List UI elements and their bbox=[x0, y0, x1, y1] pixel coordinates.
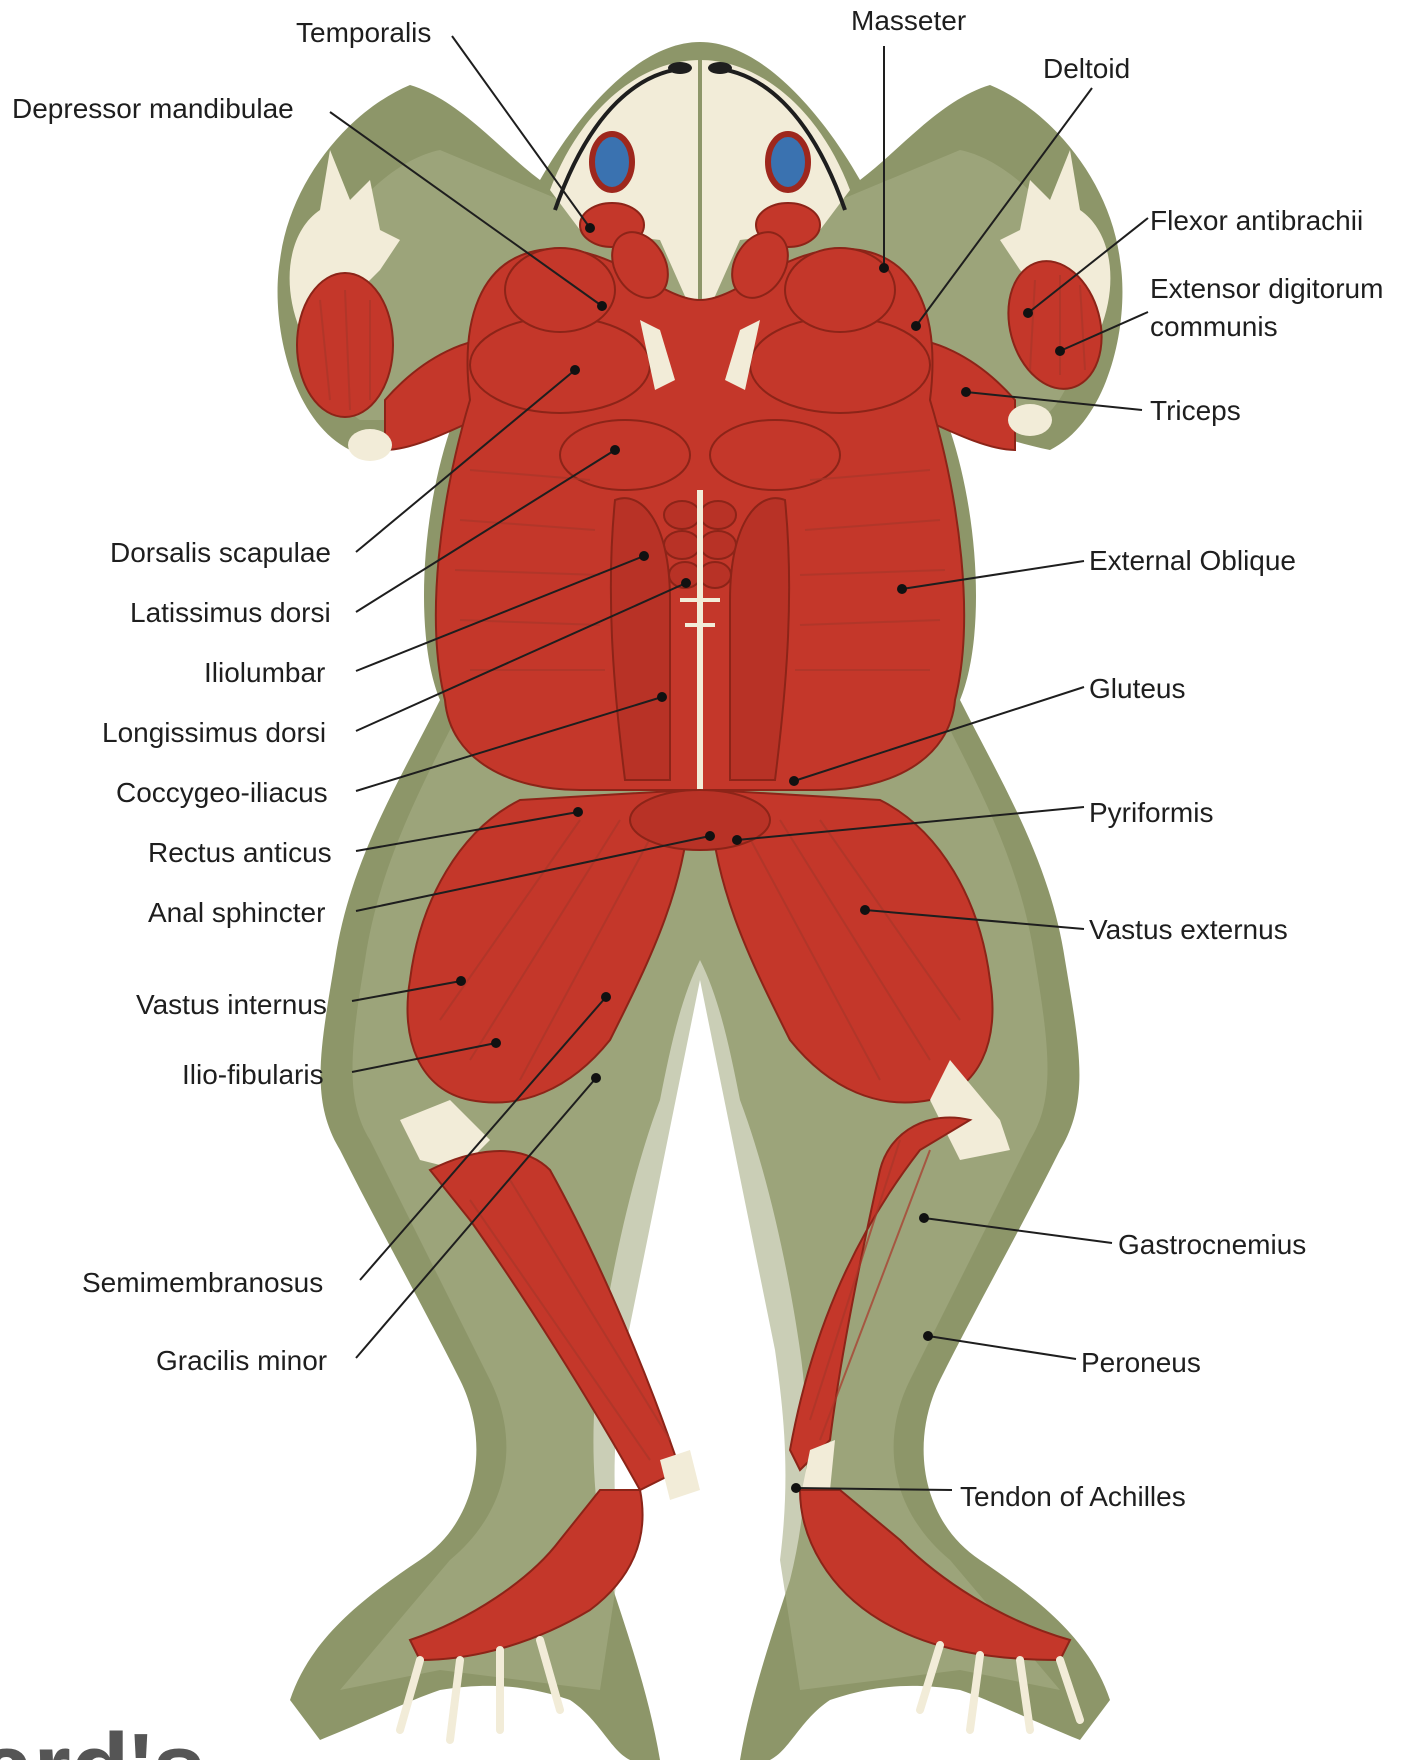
label-semimembranosus: Semimembranosus bbox=[82, 1267, 323, 1298]
dot-extensor-digitorum bbox=[1055, 346, 1065, 356]
label-vastus-internus: Vastus internus bbox=[136, 989, 327, 1020]
pyriformis-shape bbox=[630, 790, 770, 850]
dot-rectus-anticus bbox=[573, 807, 583, 817]
nostril-left bbox=[668, 62, 692, 74]
label-iliolumbar: Iliolumbar bbox=[204, 657, 325, 688]
label-tendon-of-achilles: Tendon of Achilles bbox=[960, 1481, 1186, 1512]
dot-vastus-internus bbox=[456, 976, 466, 986]
dot-gluteus bbox=[789, 776, 799, 786]
label-latissimus-dorsi: Latissimus dorsi bbox=[130, 597, 331, 628]
label-extensor-digitorum-1: Extensor digitorum bbox=[1150, 273, 1383, 304]
label-rectus-anticus: Rectus anticus bbox=[148, 837, 332, 868]
dot-temporalis bbox=[585, 223, 595, 233]
dot-gracilis-minor bbox=[591, 1073, 601, 1083]
dot-coccygeo-iliacus bbox=[657, 692, 667, 702]
label-dorsalis-scapulae: Dorsalis scapulae bbox=[110, 537, 331, 568]
label-extensor-digitorum-2: communis bbox=[1150, 311, 1278, 342]
label-depressor-mandibulae: Depressor mandibulae bbox=[12, 93, 294, 124]
label-flexor-antibrachii: Flexor antibrachii bbox=[1150, 205, 1363, 236]
depressor-right bbox=[785, 248, 895, 332]
depressor-left bbox=[505, 248, 615, 332]
label-gastrocnemius: Gastrocnemius bbox=[1118, 1229, 1306, 1260]
label-longissimus-dorsi: Longissimus dorsi bbox=[102, 717, 326, 748]
label-gluteus: Gluteus bbox=[1089, 673, 1186, 704]
label-masseter: Masseter bbox=[851, 5, 966, 36]
label-deltoid: Deltoid bbox=[1043, 53, 1130, 84]
label-peroneus: Peroneus bbox=[1081, 1347, 1201, 1378]
longissimus-right bbox=[730, 498, 789, 780]
dot-deltoid bbox=[911, 321, 921, 331]
dot-gastrocnemius bbox=[919, 1213, 929, 1223]
dot-ilio-fibularis bbox=[491, 1038, 501, 1048]
elbow-tendon-right bbox=[1008, 404, 1052, 436]
label-gracilis-minor: Gracilis minor bbox=[156, 1345, 327, 1376]
eye-left bbox=[592, 134, 632, 190]
dot-tendon-of-achilles bbox=[791, 1483, 801, 1493]
eye-right bbox=[768, 134, 808, 190]
dot-semimembranosus bbox=[601, 992, 611, 1002]
label-anal-sphincter: Anal sphincter bbox=[148, 897, 325, 928]
publisher-logo: ard's bbox=[0, 1714, 206, 1760]
dot-dorsalis-scapulae bbox=[570, 365, 580, 375]
dot-triceps bbox=[961, 387, 971, 397]
dot-longissimus-dorsi bbox=[681, 578, 691, 588]
dot-anal-sphincter bbox=[705, 831, 715, 841]
label-external-oblique: External Oblique bbox=[1089, 545, 1296, 576]
label-temporalis: Temporalis bbox=[296, 17, 431, 48]
dot-iliolumbar bbox=[639, 551, 649, 561]
dot-masseter bbox=[879, 263, 889, 273]
label-triceps: Triceps bbox=[1150, 395, 1241, 426]
dot-peroneus bbox=[923, 1331, 933, 1341]
label-vastus-externus: Vastus externus bbox=[1089, 914, 1288, 945]
dot-pyriformis bbox=[732, 835, 742, 845]
dot-depressor-mandibulae bbox=[597, 301, 607, 311]
dot-external-oblique bbox=[897, 584, 907, 594]
label-pyriformis: Pyriformis bbox=[1089, 797, 1213, 828]
label-ilio-fibularis: Ilio-fibularis bbox=[182, 1059, 324, 1090]
dot-flexor-antibrachii bbox=[1023, 308, 1033, 318]
nostril-right bbox=[708, 62, 732, 74]
longissimus-left bbox=[611, 498, 670, 780]
elbow-tendon-left bbox=[348, 429, 392, 461]
dot-vastus-externus bbox=[860, 905, 870, 915]
dot-latissimus-dorsi bbox=[610, 445, 620, 455]
label-coccygeo-iliacus: Coccygeo-iliacus bbox=[116, 777, 328, 808]
